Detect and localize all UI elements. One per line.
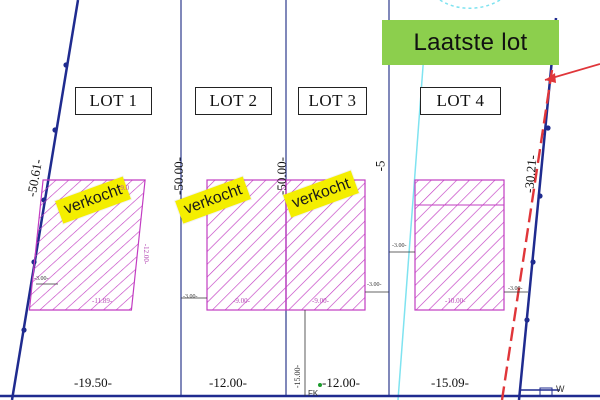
dim-setback-lot2: -3.00- (183, 294, 198, 300)
lot-2-label: LOT 2 (195, 87, 272, 115)
red-dashed-line (500, 69, 554, 400)
dim-bottom-lot2: -12.00- (209, 375, 247, 390)
lot-1-label: LOT 1 (75, 87, 152, 115)
dim-setback-lot1: -3.00- (34, 276, 49, 282)
dim-bottom-lot4: -15.09- (431, 375, 469, 390)
dim-bottom-lot3: -12.00- (322, 375, 360, 390)
dim-setback-lot4-left: -3.00- (392, 243, 407, 249)
dim-bldg2-width: -9.00- (233, 297, 250, 305)
dim-right-side: -30.21- (521, 154, 540, 194)
dim-bldg1-width: -11.89- (92, 297, 113, 305)
dim-lot1-right: -50.00- (170, 157, 186, 195)
dim-bldg1-depth: -12.00- (142, 243, 151, 265)
dim-bottom-lot1: -19.50- (74, 375, 112, 390)
lot-4-label: LOT 4 (420, 87, 501, 115)
dim-setback-lot4-right: -3.00- (508, 286, 523, 292)
dim-depth-marker: -15.00- (293, 364, 303, 389)
last-lot-callout: Laatste lot (382, 20, 559, 65)
dim-lot3-right: -5 (372, 160, 388, 172)
dim-bldg3-width: -9.00- (312, 297, 329, 305)
cyan-curve (439, 0, 501, 9)
dim-lot3-left: -50.00- (273, 157, 289, 195)
red-arrowhead (545, 73, 556, 83)
dim-setback-lot3: -3.00- (367, 282, 382, 288)
dim-bldg4-width: -10.00- (445, 297, 466, 305)
lot-3-label: LOT 3 (298, 87, 367, 115)
building-lot4 (414, 179, 505, 311)
dim-bldg1-top: -9.0 (118, 184, 130, 192)
west-label: W (556, 384, 565, 394)
fk-label: FK (308, 389, 319, 398)
